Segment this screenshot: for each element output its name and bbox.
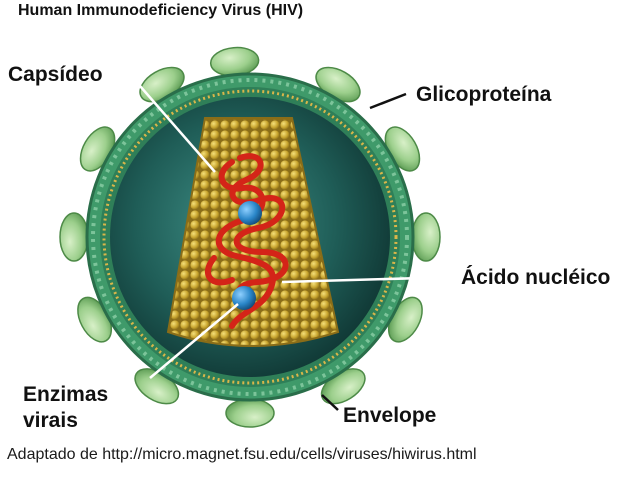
leader-lines: [139, 85, 459, 411]
label-glycoprotein: Glicoproteína: [416, 83, 552, 106]
rna-strands: [205, 153, 289, 329]
label-viral-enzymes: Enzimas virais: [23, 382, 108, 434]
diagram-title: Human Immunodeficiency Virus (HIV): [18, 2, 304, 19]
label-enzymes-line2: virais: [23, 409, 78, 432]
source-credit: Adaptado de http://micro.magnet.fsu.edu/…: [7, 446, 477, 463]
label-capsid: Capsídeo: [8, 63, 103, 86]
enzyme-upper: [238, 201, 262, 225]
label-envelope: Envelope: [343, 404, 437, 427]
glycoprotein-knob: [411, 212, 441, 262]
label-nucleic-acid: Ácido nucléico: [461, 266, 611, 289]
label-enzymes-line1: Enzimas: [23, 383, 109, 406]
glycoprotein-knob: [225, 398, 275, 428]
glycoprotein-knob: [59, 212, 89, 262]
